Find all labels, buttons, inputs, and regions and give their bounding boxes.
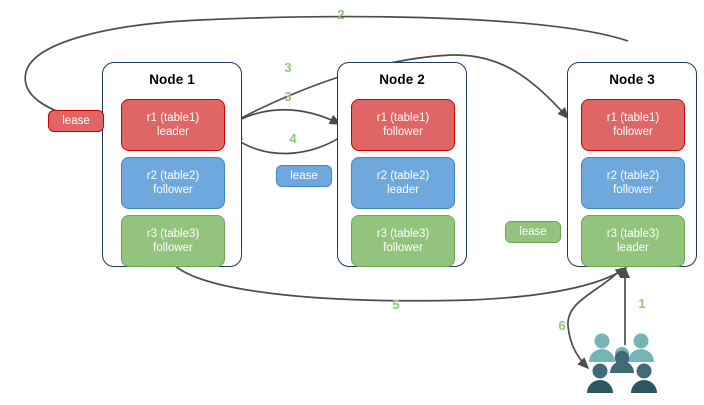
edge-2-path (24, 15, 629, 124)
replica-node2-r3[interactable]: r3 (table3) follower (351, 215, 455, 267)
edge-label-6: 6 (558, 318, 566, 333)
replica-role: leader (617, 242, 649, 254)
replica-name: r2 (table2) (376, 170, 430, 182)
edge-label-2: 2 (337, 7, 345, 22)
replica-name: r3 (table3) (376, 228, 430, 240)
node-title-node3: Node 3 (609, 72, 655, 87)
edge-3-to-node3-path (221, 54, 570, 129)
replica-node2-r1[interactable]: r1 (table1) follower (351, 99, 455, 151)
replica-role: follower (383, 242, 423, 254)
edge-label-1: 1 (638, 296, 646, 311)
replica-node1-r1[interactable]: r1 (table1) leader (121, 99, 225, 151)
node-title-node2: Node 2 (379, 72, 425, 87)
edge-5-path (171, 262, 628, 302)
edge-6-path (567, 267, 623, 370)
replica-node3-r1[interactable]: r1 (table1) follower (581, 99, 685, 151)
replica-name: r2 (table2) (606, 170, 660, 182)
edge-label-5: 5 (392, 297, 400, 312)
replica-role: follower (383, 126, 423, 138)
edge-label-3-upper: 3 (284, 60, 292, 75)
edge-label-4: 4 (289, 131, 297, 146)
replica-node1-r3[interactable]: r3 (table3) follower (121, 215, 225, 267)
replica-name: r1 (table1) (146, 112, 200, 124)
replica-name: r3 (table3) (606, 228, 660, 240)
edge-label-3-lower: 3 (284, 89, 292, 104)
lease-box-red[interactable]: lease (48, 110, 104, 132)
replica-name: r1 (table1) (606, 112, 660, 124)
replica-node3-r2[interactable]: r2 (table2) follower (581, 157, 685, 209)
node-container-node2[interactable]: Node 2 r1 (table1) follower r2 (table2) … (337, 62, 467, 267)
lease-box-blue[interactable]: lease (276, 165, 332, 187)
lease-box-green[interactable]: lease (505, 221, 561, 243)
edge-4-path (230, 131, 349, 155)
replica-node3-r3[interactable]: r3 (table3) leader (581, 215, 685, 267)
node-title-node1: Node 1 (149, 72, 195, 87)
replica-role: leader (157, 126, 189, 138)
lease-label: lease (62, 115, 90, 127)
replica-node1-r2[interactable]: r2 (table2) follower (121, 157, 225, 209)
replica-role: follower (153, 184, 193, 196)
replica-name: r2 (table2) (146, 170, 200, 182)
people-group-icon (587, 333, 657, 393)
replica-role: follower (613, 184, 653, 196)
replica-name: r1 (table1) (376, 112, 430, 124)
replica-name: r3 (table3) (146, 228, 200, 240)
replica-role: leader (387, 184, 419, 196)
replica-node2-r2[interactable]: r2 (table2) leader (351, 157, 455, 209)
lease-label: lease (290, 170, 318, 182)
node-container-node1[interactable]: Node 1 r1 (table1) leader r2 (table2) fo… (102, 62, 242, 267)
replica-role: follower (153, 242, 193, 254)
replica-role: follower (613, 126, 653, 138)
node-container-node3[interactable]: Node 3 r1 (table1) follower r2 (table2) … (567, 62, 697, 267)
lease-label: lease (519, 226, 547, 238)
